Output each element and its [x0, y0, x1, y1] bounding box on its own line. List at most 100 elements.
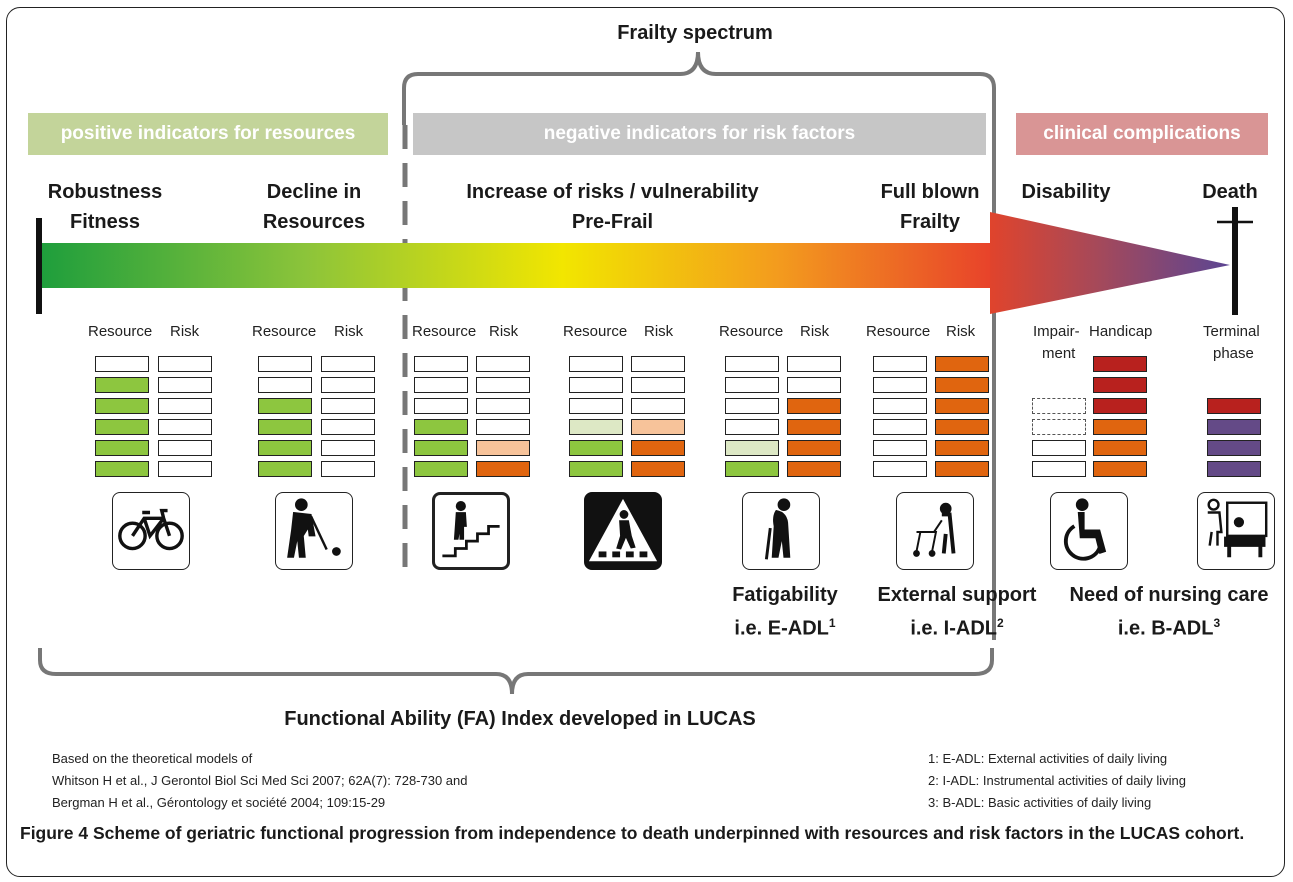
resource-box	[414, 419, 468, 435]
risk-box	[476, 356, 530, 372]
reference-line: Whitson H et al., J Gerontol Biol Sci Me…	[52, 773, 468, 788]
resource-box	[873, 419, 927, 435]
resource-box	[258, 377, 312, 393]
resource-box	[725, 461, 779, 477]
col-header-impairment-2: ment	[1042, 345, 1076, 362]
resource-box	[725, 398, 779, 414]
start-bar	[36, 218, 42, 314]
resource-box	[95, 419, 149, 435]
risk-box	[631, 419, 685, 435]
resource-box	[725, 440, 779, 456]
stage-decline-line1: Decline in	[266, 181, 362, 203]
risk-box	[787, 461, 841, 477]
resource-box	[569, 461, 623, 477]
boxes-robustness-risk	[158, 356, 212, 477]
bicycle-icon	[112, 492, 190, 570]
handicap-box	[1093, 461, 1147, 477]
col-header-terminal-1: Terminal	[1203, 323, 1260, 340]
risk-box	[631, 356, 685, 372]
stage-frailty: Full blown Frailty	[855, 177, 1005, 237]
risk-box	[476, 461, 530, 477]
risk-box	[787, 377, 841, 393]
pedestrian-crossing-icon	[584, 492, 662, 570]
col-header-risk: Risk	[946, 323, 976, 340]
risk-box	[158, 440, 212, 456]
boxes-stairs-risk	[476, 356, 530, 477]
elderly-cane-icon	[742, 492, 820, 570]
resource-box	[569, 398, 623, 414]
stage-pre-frail-line1: Increase of risks / vulnerability	[466, 181, 759, 203]
stage-death: Death	[1190, 177, 1270, 207]
risk-box	[158, 356, 212, 372]
col-header-resource: Resource	[88, 323, 153, 340]
col-header-terminal-2: phase	[1213, 345, 1254, 362]
terminal-box	[1207, 419, 1261, 435]
caption-text: Scheme of geriatric functional progressi…	[88, 823, 1245, 843]
risk-box	[787, 398, 841, 414]
risk-box	[631, 440, 685, 456]
references: Based on the theoretical models of Whits…	[52, 748, 468, 814]
nursing-bed-icon	[1197, 492, 1275, 570]
resource-box	[873, 377, 927, 393]
risk-box	[321, 356, 375, 372]
stage-robustness: Robustness Fitness	[25, 177, 185, 237]
boxes-crossing-resource	[569, 356, 623, 477]
boxes-impairment	[1032, 398, 1086, 477]
risk-box	[321, 377, 375, 393]
risk-box	[158, 377, 212, 393]
risk-box	[321, 440, 375, 456]
boxes-handicap	[1093, 356, 1147, 477]
stage-disability-line1: Disability	[1021, 181, 1111, 203]
resource-box	[873, 356, 927, 372]
resource-box	[873, 398, 927, 414]
terminal-box	[1207, 440, 1261, 456]
stage-decline-line2: Resources	[262, 211, 366, 233]
risk-box	[321, 419, 375, 435]
resource-box	[569, 356, 623, 372]
col-header-resource: Resource	[719, 323, 784, 340]
risk-box	[158, 398, 212, 414]
footnote-line: 1: E-ADL: External activities of daily l…	[928, 751, 1168, 766]
risk-box	[476, 440, 530, 456]
footnote-line: 2: I-ADL: Instrumental activities of dai…	[928, 773, 1186, 788]
handicap-box	[1093, 356, 1147, 372]
col-header-resource: Resource	[412, 323, 477, 340]
col-header-risk: Risk	[644, 323, 674, 340]
stage-robustness-line1: Robustness	[47, 181, 163, 203]
risk-box	[935, 356, 989, 372]
handicap-box	[1093, 398, 1147, 414]
resource-box	[414, 461, 468, 477]
risk-box	[935, 377, 989, 393]
resource-box	[95, 398, 149, 414]
risk-box	[631, 398, 685, 414]
progression-bar	[40, 243, 990, 288]
risk-box	[935, 419, 989, 435]
need-fatigability-line1: Fatigability	[732, 584, 838, 606]
reference-line: Bergman H et al., Gérontology et société…	[52, 795, 386, 810]
stage-death-line1: Death	[1202, 181, 1258, 203]
resource-box	[569, 419, 623, 435]
resource-box	[258, 419, 312, 435]
resource-box	[95, 377, 149, 393]
stage-decline: Decline in Resources	[230, 177, 398, 237]
risk-box	[787, 356, 841, 372]
boxes-frailty-resource	[873, 356, 927, 477]
col-header-resource: Resource	[563, 323, 628, 340]
boxes-fatigue-risk	[787, 356, 841, 477]
risk-box	[158, 419, 212, 435]
resource-box	[414, 356, 468, 372]
impairment-box	[1032, 461, 1086, 477]
risk-box	[935, 398, 989, 414]
col-header-risk: Risk	[334, 323, 364, 340]
risk-box	[158, 461, 212, 477]
boxes-stairs-resource	[414, 356, 468, 477]
risk-box	[935, 461, 989, 477]
need-external-support: External support i.e. I-ADL2	[862, 581, 1052, 643]
risk-box	[631, 377, 685, 393]
boxes-frailty-risk	[935, 356, 989, 477]
resource-box	[95, 461, 149, 477]
resource-box	[725, 377, 779, 393]
stairs-icon	[432, 492, 510, 570]
risk-box	[321, 398, 375, 414]
